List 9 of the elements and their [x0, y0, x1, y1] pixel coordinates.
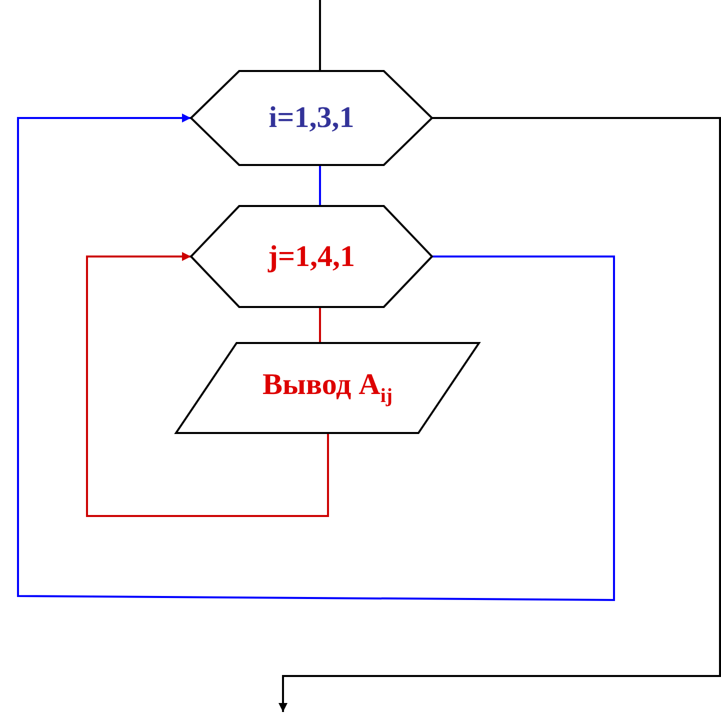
connector-line [319, 165, 321, 206]
arrow [278, 117, 721, 712]
arrow [17, 114, 615, 601]
connector-line [319, 307, 321, 343]
node-label: i=1,3,1 [268, 101, 354, 135]
node-label: j=1,4,1 [268, 240, 356, 274]
connector-line [319, 0, 321, 71]
node-label: Вывод A$_{ij}$ [262, 368, 393, 408]
arrow [86, 252, 329, 517]
